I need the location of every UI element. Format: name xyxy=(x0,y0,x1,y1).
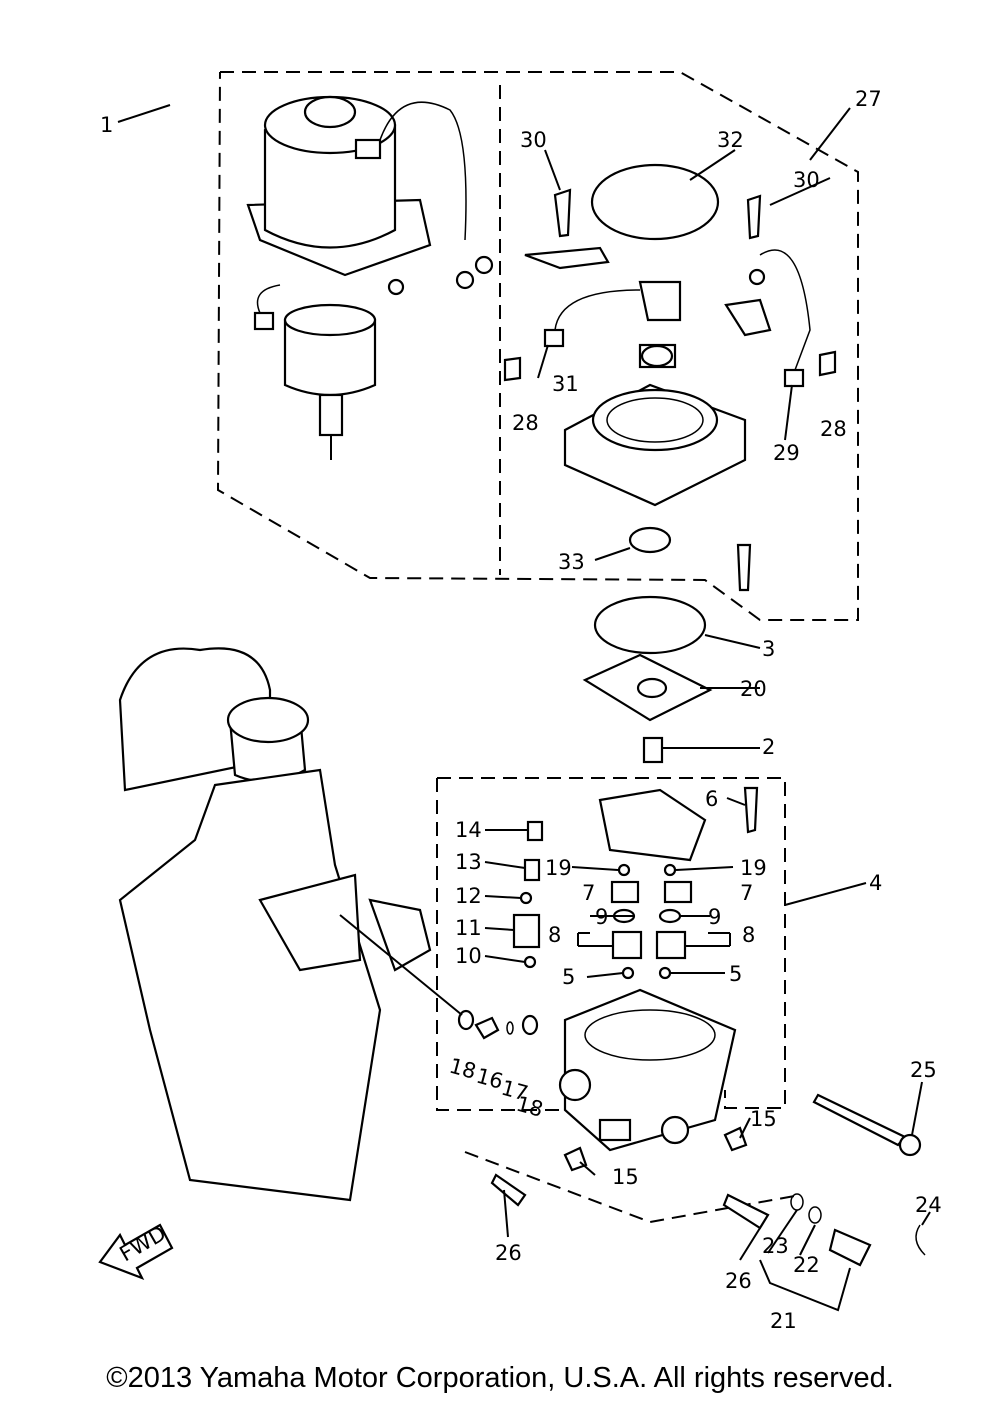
callout-9a: 9 xyxy=(595,905,608,929)
fwd-arrow-icon: FWD xyxy=(98,1221,174,1281)
callout-14: 14 xyxy=(455,818,482,842)
copyright-notice: ©2013 Yamaha Motor Corporation, U.S.A. A… xyxy=(106,1362,894,1394)
callout-15a: 15 xyxy=(750,1107,777,1131)
callout-26b: 26 xyxy=(725,1269,752,1293)
callout-31: 31 xyxy=(552,372,579,396)
callout-30b: 30 xyxy=(793,168,820,192)
seal-and-plate xyxy=(582,595,713,764)
callout-13: 13 xyxy=(455,850,482,874)
callout-28b: 28 xyxy=(820,417,847,441)
callout-20: 20 xyxy=(740,677,767,701)
callout-8b: 8 xyxy=(742,923,755,947)
trim-cylinder-housing xyxy=(118,647,432,1202)
motor-base xyxy=(503,163,837,592)
motor-housing xyxy=(246,95,494,296)
callout-3: 3 xyxy=(762,637,775,661)
assembly-boundaries xyxy=(216,71,859,1224)
callout-7a: 7 xyxy=(582,881,595,905)
callout-28a: 28 xyxy=(512,411,539,435)
callout-26a: 26 xyxy=(495,1241,522,1265)
callout-18b: 18 xyxy=(514,1092,546,1122)
callout-6: 6 xyxy=(705,787,718,811)
callout-27: 27 xyxy=(855,87,882,111)
callout-8a: 8 xyxy=(548,923,561,947)
callout-29: 29 xyxy=(773,441,800,465)
callout-24: 24 xyxy=(915,1193,942,1217)
callout-19b: 19 xyxy=(740,856,767,880)
callout-30a: 30 xyxy=(520,128,547,152)
fittings xyxy=(457,1009,926,1267)
callout-18a: 18 xyxy=(447,1054,479,1084)
callout-9b: 9 xyxy=(708,905,721,929)
callout-12: 12 xyxy=(455,884,482,908)
armature xyxy=(253,284,377,460)
callout-25: 25 xyxy=(910,1058,937,1082)
callout-21: 21 xyxy=(770,1309,797,1333)
callout-19a: 19 xyxy=(545,856,572,880)
callout-23: 23 xyxy=(762,1234,789,1258)
callout-11: 11 xyxy=(455,916,482,940)
callout-10: 10 xyxy=(455,944,482,968)
callout-1: 1 xyxy=(100,113,113,137)
callout-7b: 7 xyxy=(740,881,753,905)
callout-4: 4 xyxy=(869,871,882,895)
callout-32: 32 xyxy=(717,128,744,152)
leader-lines xyxy=(117,104,931,1312)
callout-33: 33 xyxy=(558,550,585,574)
callout-22: 22 xyxy=(793,1253,820,1277)
callout-5a: 5 xyxy=(562,965,575,989)
callout-2: 2 xyxy=(762,735,775,759)
callout-5b: 5 xyxy=(729,962,742,986)
pump-body xyxy=(512,786,759,1152)
callout-15b: 15 xyxy=(612,1165,639,1189)
